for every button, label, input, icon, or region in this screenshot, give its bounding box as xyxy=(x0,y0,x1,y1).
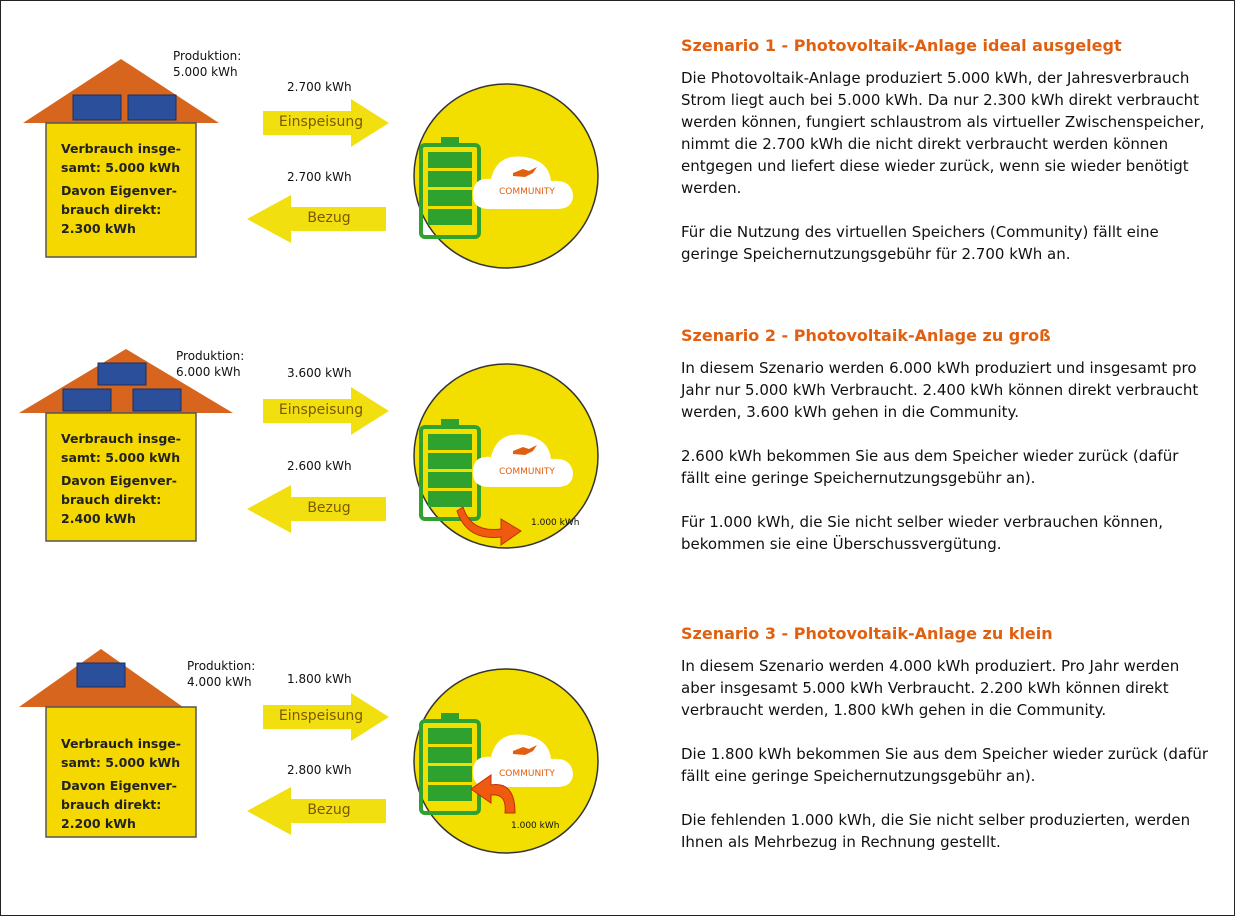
scenario-1-text: Szenario 1 - Photovoltaik-Anlage ideal a… xyxy=(681,35,1211,287)
deficit-kwh-label: 1.000 kWh xyxy=(511,821,560,831)
fox-icon xyxy=(513,167,537,177)
battery-cap xyxy=(441,419,459,427)
scenario-3-graphic xyxy=(19,649,599,854)
feed-kwh-label: 2.700 kWh xyxy=(287,80,352,94)
community-label: COMMUNITY xyxy=(499,187,555,197)
cloud-icon xyxy=(472,434,573,487)
scenario-3-text: Szenario 3 - Photovoltaik-Anlage zu klei… xyxy=(681,623,1211,875)
scenario-paragraph: Die 1.800 kWh bekommen Sie aus dem Speic… xyxy=(681,745,1209,785)
house-body xyxy=(45,706,197,838)
solar-panel xyxy=(72,94,122,121)
feed-kwh-label: 3.600 kWh xyxy=(287,366,352,380)
draw-arrow xyxy=(247,485,386,533)
production-label-3: Produktion: 4.000 kWh xyxy=(187,659,256,689)
house-body xyxy=(45,122,197,258)
solar-panel xyxy=(62,388,112,412)
draw-kwh-label: 2.700 kWh xyxy=(287,170,352,184)
scenario-paragraph: Für die Nutzung des virtuellen Speichers… xyxy=(681,223,1159,263)
scenario-paragraph: In diesem Szenario werden 6.000 kWh prod… xyxy=(681,359,1199,421)
surplus-kwh-label: 1.000 kWh xyxy=(531,518,580,528)
scenario-paragraph: Die fehlenden 1.000 kWh, die Sie nicht s… xyxy=(681,811,1191,851)
production-label-1: Produktion: 5.000 kWh xyxy=(173,49,242,79)
draw-label: Bezug xyxy=(307,802,351,818)
feed-arrow xyxy=(263,99,389,147)
scenario-paragraph: Die Photovoltaik-Anlage produziert 5.000… xyxy=(681,69,1205,197)
community-label: COMMUNITY xyxy=(499,467,555,477)
community-label: COMMUNITY xyxy=(499,769,555,779)
house-label: Verbrauch insge- samt: 5.000 kWh Davon E… xyxy=(61,431,181,526)
house-label: Verbrauch insge- samt: 5.000 kWh Davon E… xyxy=(61,736,181,831)
scenario-paragraph: 2.600 kWh bekommen Sie aus dem Speicher … xyxy=(681,447,1179,487)
draw-kwh-label: 2.600 kWh xyxy=(287,459,352,473)
draw-kwh-label: 2.800 kWh xyxy=(287,763,352,777)
scenario-3-diagram: Produktion: 4.000 kWh 1.800 kWh Einspeis… xyxy=(1,601,651,881)
scenario-2-diagram: Produktion: 6.000 kWh 3.600 kWh Einspeis… xyxy=(1,301,651,581)
battery-cap xyxy=(441,713,459,721)
solar-panel xyxy=(97,362,147,386)
scenario-title: Szenario 3 - Photovoltaik-Anlage zu klei… xyxy=(681,624,1053,643)
cloud-icon xyxy=(472,156,573,209)
feed-arrow xyxy=(263,387,389,435)
scenario-2-text: Szenario 2 - Photovoltaik-Anlage zu groß… xyxy=(681,325,1211,577)
solar-panel xyxy=(76,662,126,688)
scenario-paragraph: In diesem Szenario werden 4.000 kWh prod… xyxy=(681,657,1180,719)
scenario-2-graphic xyxy=(19,349,599,549)
feed-label: Einspeisung xyxy=(278,114,364,130)
scenario-title: Szenario 1 - Photovoltaik-Anlage ideal a… xyxy=(681,36,1122,55)
solar-panel xyxy=(132,388,182,412)
scenario-1-graphic xyxy=(23,59,599,269)
feed-label: Einspeisung xyxy=(278,402,364,418)
scenario-1-diagram: Produktion: 5.000 kWh 2.700 kWh Einspeis… xyxy=(1,1,651,281)
feed-arrow xyxy=(263,693,389,741)
draw-arrow xyxy=(247,787,386,835)
house-body xyxy=(45,412,197,542)
surplus-arrow xyxy=(456,506,522,546)
fox-icon xyxy=(513,745,537,755)
draw-label: Bezug xyxy=(307,210,351,226)
production-label-2: Produktion: 6.000 kWh xyxy=(176,349,245,379)
solar-panel xyxy=(127,94,177,121)
cloud-icon xyxy=(472,734,573,787)
draw-arrow xyxy=(247,195,386,243)
fox-icon xyxy=(513,445,537,455)
house-label: Verbrauch insge- samt: 5.000 kWh Davon E… xyxy=(61,141,181,236)
scenario-paragraph: Für 1.000 kWh, die Sie nicht selber wied… xyxy=(681,513,1163,553)
scenario-title: Szenario 2 - Photovoltaik-Anlage zu groß xyxy=(681,326,1051,345)
feed-label: Einspeisung xyxy=(278,708,364,724)
battery-cap xyxy=(441,137,459,145)
draw-label: Bezug xyxy=(307,500,351,516)
deficit-arrow xyxy=(470,774,516,814)
feed-kwh-label: 1.800 kWh xyxy=(287,672,352,686)
